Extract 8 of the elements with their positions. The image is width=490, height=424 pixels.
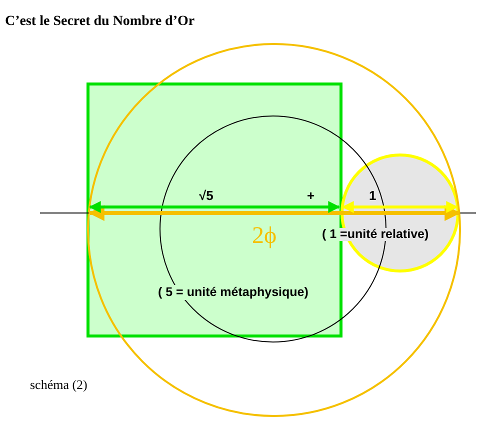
dimension-label: 2ϕ — [252, 224, 277, 248]
caption: schéma (2) — [30, 378, 88, 391]
title: C’est le Secret du Nombre d’Or — [5, 15, 195, 29]
annotation: ( 5 = unité métaphysique) — [158, 285, 308, 300]
annotation: ( 1 =unité relative) — [322, 228, 429, 240]
plus-sign: + — [307, 189, 315, 202]
dimension-label: √5 — [199, 189, 214, 202]
dimension-label: 1 — [369, 189, 376, 202]
